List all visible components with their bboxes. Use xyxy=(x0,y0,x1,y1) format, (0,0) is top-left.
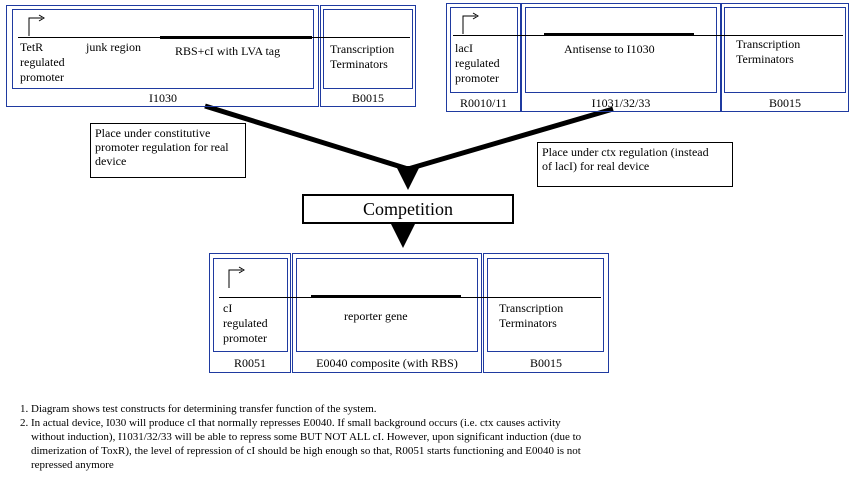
gene-text: Antisense to I1030 xyxy=(564,42,655,56)
promoter-text-line-2: regulated xyxy=(455,56,500,70)
terminator-text-line-2: Terminators xyxy=(736,52,794,66)
gene-text: RBS+cI with LVA tag xyxy=(175,44,281,58)
promoter-arrow-icon xyxy=(28,14,45,36)
part-label: I1031/32/33 xyxy=(591,96,651,110)
promoter-arrow-icon xyxy=(462,12,479,34)
part-label: E0040 composite (with RBS) xyxy=(316,356,458,370)
construct-bottom-part-inner xyxy=(296,258,478,352)
construct-top-right-promoter-inner xyxy=(450,7,518,93)
construct-bottom-promoter-frame xyxy=(209,253,291,373)
gene-bar xyxy=(544,33,694,36)
note-right-line-1: Place under ctx regulation (instead xyxy=(542,145,709,159)
gene-text: reporter gene xyxy=(344,309,408,323)
construct-top-right-promoter-frame xyxy=(446,3,521,112)
construct-top-right-terminator-frame xyxy=(721,3,849,112)
footnote-1: 1. Diagram shows test constructs for det… xyxy=(20,403,377,415)
note-right-line-2: of lacI) for real device xyxy=(542,159,650,173)
construct-bottom-terminator-inner xyxy=(487,258,604,352)
arrow-right-line xyxy=(407,106,614,172)
promoter-text-line-2: regulated xyxy=(20,55,65,69)
construct-top-right-part-frame xyxy=(521,3,721,112)
promoter-text-line-1: cI xyxy=(223,301,233,315)
terminator-label: B0015 xyxy=(351,91,384,105)
gene-bar xyxy=(160,36,312,39)
terminator-text-line-1: Transcription xyxy=(330,42,395,56)
competition-box: Competition xyxy=(302,194,514,224)
part-label: I1030 xyxy=(149,91,177,105)
footnote-2-cont-3: repressed anymore xyxy=(31,459,114,471)
promoter-text-line-2: regulated xyxy=(223,316,268,330)
gene-bar xyxy=(311,295,461,298)
terminator-text-line-1: Transcription xyxy=(499,301,564,315)
arrow-left-line xyxy=(204,103,409,172)
promoter-arrow-icon xyxy=(228,266,245,288)
construct-top-left-terminator-frame xyxy=(320,5,416,107)
construct-top-right-part-inner xyxy=(525,7,717,93)
note-left-line-3: device xyxy=(95,154,127,168)
note-left-line-1: Place under constitutive xyxy=(95,126,211,140)
junk-region-text: junk region xyxy=(86,40,141,54)
construct-bottom-part-frame xyxy=(292,253,482,373)
terminator-label: B0015 xyxy=(529,356,562,370)
construct-top-right-terminator-inner xyxy=(724,7,846,93)
footnote-2: 2. In actual device, I030 will produce c… xyxy=(20,417,561,429)
footnote-2-cont-2: dimerization of ToxR), the level of repr… xyxy=(31,445,581,457)
footnote-2-cont-1: without induction), I1031/32/33 will be … xyxy=(31,431,582,443)
promoter-text-line-1: lacI xyxy=(455,41,473,55)
construct-bottom-promoter-inner xyxy=(213,258,288,352)
promoter-text-line-3: promoter xyxy=(223,331,267,345)
promoter-text-line-3: promoter xyxy=(20,70,64,84)
terminator-text-line-2: Terminators xyxy=(330,57,388,71)
terminator-text-line-2: Terminators xyxy=(499,316,557,330)
promoter-label: R0010/11 xyxy=(460,96,507,110)
note-right: Place under ctx regulation (instead of l… xyxy=(537,142,733,187)
note-left-line-2: promoter regulation for real xyxy=(95,140,229,154)
promoter-text-line-1: TetR xyxy=(20,40,44,54)
terminator-label: B0015 xyxy=(768,96,801,110)
terminator-text-line-1: Transcription xyxy=(736,37,801,51)
promoter-label: R0051 xyxy=(233,356,266,370)
construct-top-left-frame xyxy=(6,5,319,107)
note-left: Place under constitutive promoter regula… xyxy=(90,123,246,178)
construct-top-left-inner xyxy=(12,9,314,89)
construct-bottom-terminator-frame xyxy=(483,253,609,373)
promoter-text-line-3: promoter xyxy=(455,71,499,85)
construct-top-left-terminator-inner xyxy=(323,9,413,89)
